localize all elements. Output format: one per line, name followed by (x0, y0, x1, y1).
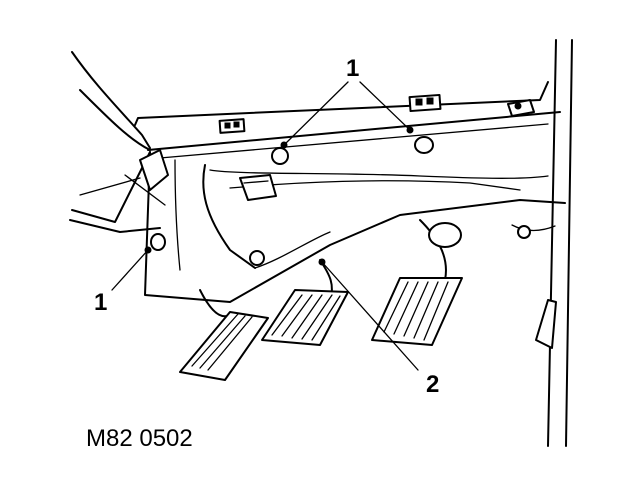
callout-2-label: 2 (426, 371, 439, 398)
pedal-middle (261, 259, 349, 346)
callout-1-left-label: 1 (94, 289, 107, 316)
left-bracket (69, 149, 169, 233)
a-pillar (547, 39, 573, 447)
callout-1-top-label: 1 (346, 55, 359, 82)
pedal-right (371, 219, 463, 346)
figure-code: M82 0502 (86, 425, 193, 452)
callout-leaders (111, 81, 419, 371)
footrest (511, 224, 557, 349)
lower-trim-panel (144, 151, 566, 303)
dashboard-upper (71, 51, 561, 165)
pedal-left (179, 289, 269, 381)
